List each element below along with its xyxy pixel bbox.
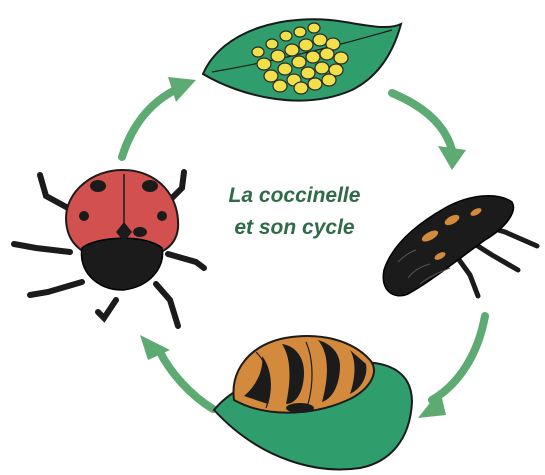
larva-body bbox=[383, 196, 513, 296]
arrow-pupa-to-adult bbox=[160, 352, 213, 409]
larva bbox=[383, 196, 537, 296]
arrow-head-adult-to-eggs bbox=[168, 77, 196, 102]
arrow-adult-to-eggs bbox=[122, 90, 175, 157]
ladybug-head bbox=[81, 238, 162, 290]
eggs-on-leaf bbox=[203, 19, 401, 100]
pupa-on-leaf bbox=[214, 336, 412, 469]
diagram-title: La coccinelle et son cycle bbox=[212, 180, 377, 244]
title-line-2: et son cycle bbox=[212, 212, 377, 244]
arrow-eggs-to-larva bbox=[392, 93, 452, 150]
arrow-head-eggs-to-larva bbox=[438, 146, 466, 170]
arrow-larva-to-pupa bbox=[432, 316, 485, 400]
title-line-1: La coccinelle bbox=[212, 180, 377, 212]
adult-ladybug bbox=[14, 170, 204, 326]
